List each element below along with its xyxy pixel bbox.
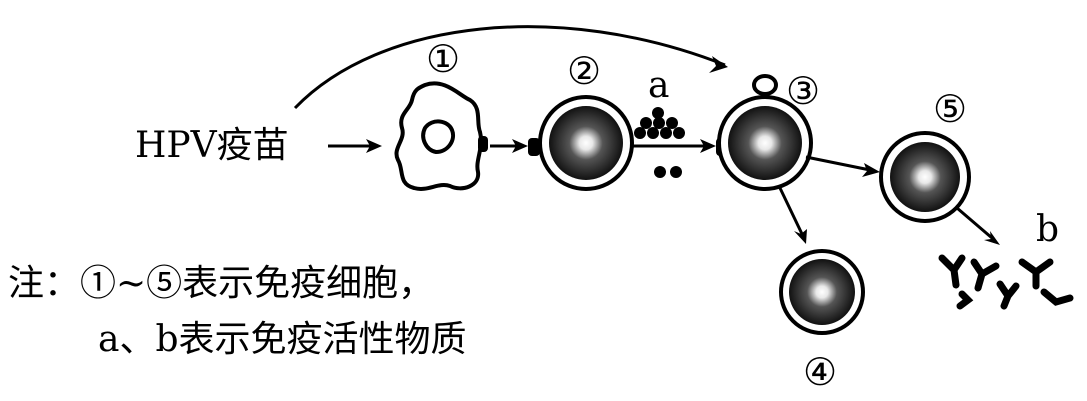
substance-b-antibodies <box>938 254 1074 310</box>
note-line-2: a、b表示免疫活性物质 <box>98 319 467 360</box>
cell-2-shape <box>528 95 634 191</box>
cell-5-label: ⑤ <box>933 87 968 131</box>
cell-3-label: ③ <box>786 69 821 113</box>
arrow-head-6 <box>984 231 1000 245</box>
arrow-cell-5-to-b <box>956 206 993 240</box>
cell-2-label: ② <box>567 49 602 93</box>
cell-4-label: ④ <box>803 350 838 394</box>
cell-1-label: ① <box>426 37 461 81</box>
substance-a-dots <box>634 107 685 178</box>
arrow-head-4 <box>862 163 880 177</box>
arrow-cell-3-to-cell-5 <box>805 155 871 172</box>
cell-4-shape <box>779 249 865 335</box>
hpv-vaccine-label: HPV疫苗 <box>135 125 289 166</box>
arrow-head-1 <box>366 139 382 153</box>
cell-1-shape <box>394 81 488 191</box>
substance-a-label: a <box>648 65 670 106</box>
arrow-head-3 <box>700 139 716 153</box>
note-line-1: 注：①~⑤表示免疫细胞， <box>8 263 435 304</box>
arrow-cell-3-to-cell-4 <box>778 187 804 235</box>
cell-5-shape <box>879 131 971 223</box>
arrow-head-5 <box>794 229 807 244</box>
curved-arrow-to-cell-3 <box>293 25 726 110</box>
cell-3-shape <box>716 74 813 191</box>
arrow-head-2 <box>512 139 528 153</box>
substance-b-label: b <box>1036 209 1060 250</box>
curved-arrow-head <box>709 56 728 73</box>
